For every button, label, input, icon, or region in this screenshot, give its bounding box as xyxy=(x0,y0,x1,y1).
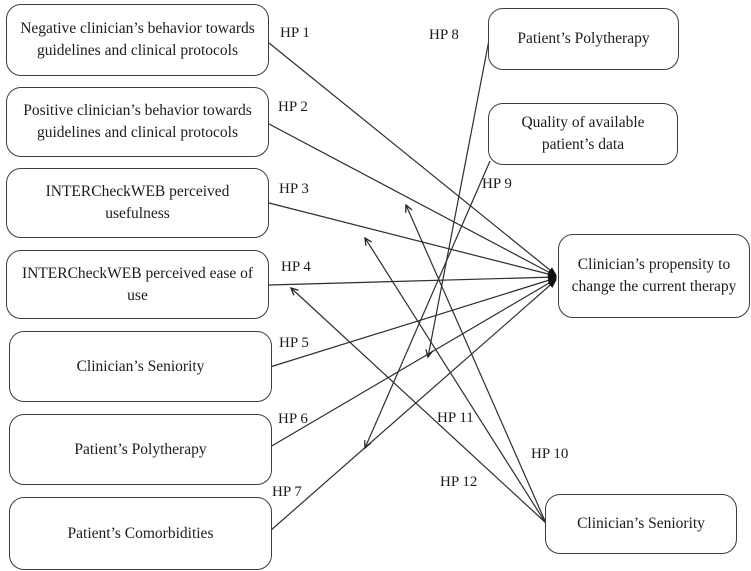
edge-hp10-line xyxy=(405,203,546,522)
node-patient-comorbidities: Patient’s Comorbidities xyxy=(9,497,272,570)
node-clinician-seniority-right: Clinician’s Seniority xyxy=(545,494,737,554)
edge-hp2-line xyxy=(268,123,557,277)
edge-label-hp7: HP 7 xyxy=(272,484,302,500)
edge-label-hp8: HP 8 xyxy=(429,27,459,43)
edge-label-hp12: HP 12 xyxy=(440,474,478,490)
edge-label-hp10: HP 10 xyxy=(531,446,569,462)
node-intercheckweb-perceived-usefulness: INTERCheckWEB perceived usefulness xyxy=(6,168,269,238)
node-propensity-to-change-therapy: Clinician’s propensity to change the cur… xyxy=(558,234,750,318)
edge-label-hp9: HP 9 xyxy=(482,176,512,192)
edge-label-hp2: HP 2 xyxy=(278,99,308,115)
node-quality-of-patient-data: Quality of available patient’s data xyxy=(488,103,678,165)
edge-hp9-line xyxy=(364,160,491,450)
node-positive-behavior: Positive clinician’s behavior towards gu… xyxy=(6,87,269,157)
edge-hp5-line xyxy=(269,277,557,368)
edge-hp1-line xyxy=(268,42,557,276)
edge-label-hp3: HP 3 xyxy=(279,181,309,197)
edge-hp3-line xyxy=(268,202,557,278)
node-negative-behavior: Negative clinician’s behavior towards gu… xyxy=(6,4,269,76)
edge-hp6-line xyxy=(269,278,557,448)
edge-hp4-line xyxy=(268,273,557,286)
edge-hp8-line xyxy=(425,39,490,359)
edge-hp12-line xyxy=(289,286,547,524)
node-intercheckweb-perceived-ease-of-use: INTERCheckWEB perceived ease of use xyxy=(6,250,269,319)
edge-label-hp5: HP 5 xyxy=(279,335,309,351)
node-clinician-seniority-left: Clinician’s Seniority xyxy=(9,331,272,402)
node-patient-polytherapy-right: Patient’s Polytherapy xyxy=(488,8,679,70)
edge-hp11-line xyxy=(364,236,546,523)
node-patient-polytherapy-left: Patient’s Polytherapy xyxy=(9,414,272,485)
edge-label-hp11: HP 11 xyxy=(437,410,474,426)
edge-hp7-line xyxy=(269,279,557,532)
edge-label-hp4: HP 4 xyxy=(281,259,311,275)
edge-label-hp1: HP 1 xyxy=(280,25,310,41)
edge-label-hp6: HP 6 xyxy=(278,411,308,427)
